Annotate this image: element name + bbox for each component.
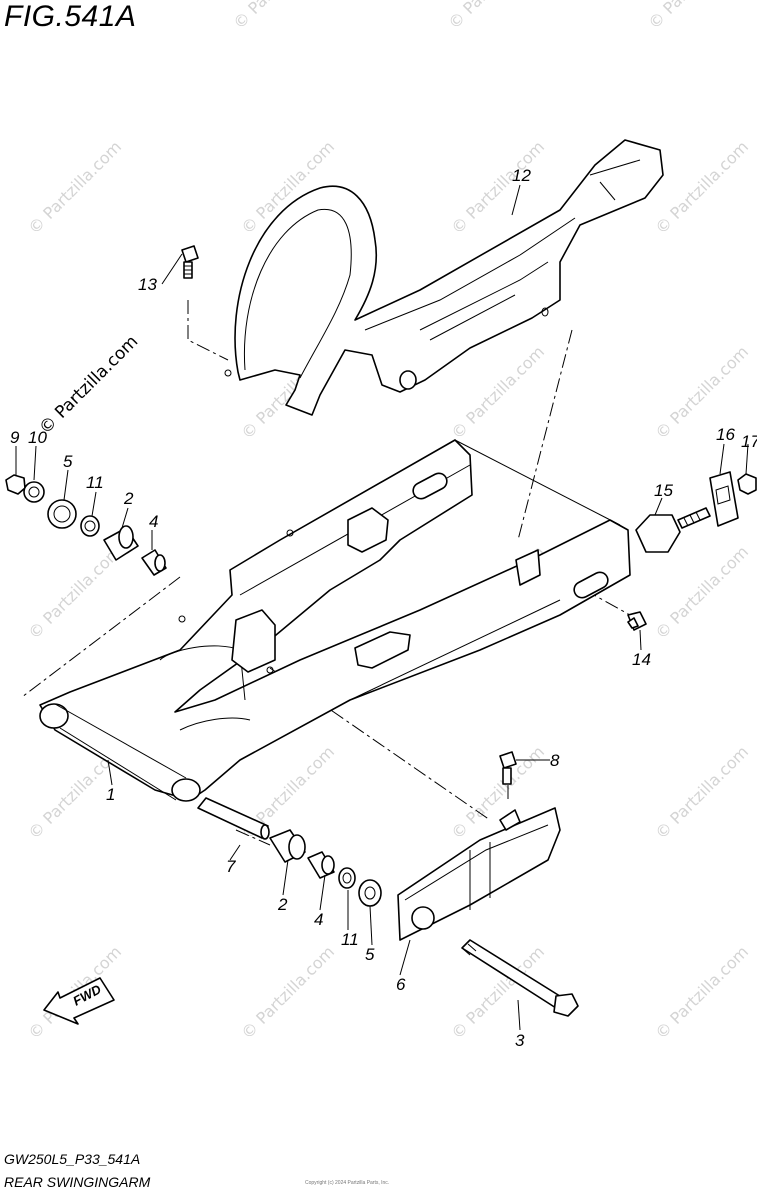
callout-2: 2 [123,489,134,508]
figure-title: FIG.541A [4,0,137,33]
washer [23,481,45,503]
watermark-dark: © Partzilla.com [35,332,142,439]
callout-15: 15 [654,481,673,500]
chain-case-mudguard [224,139,664,416]
chain-case-screw [627,611,647,631]
copyright-notice: Copyright (c) 2024 Partzilla Parts, Inc. [305,1180,390,1186]
callout-12: 12 [512,166,531,185]
figure-caption: REAR SWINGINGARM [4,1174,151,1190]
callout-9: 9 [10,428,20,447]
callout-3: 3 [515,1031,525,1050]
callout-4: 4 [149,512,158,531]
watermark: © Partzilla.com [444,0,545,33]
callout-10: 10 [28,428,47,447]
watermark: © Partzilla.com [651,942,752,1043]
callout-6: 6 [396,975,406,994]
adjuster-plate [709,471,739,527]
pivot-bolt [461,939,579,1017]
callout-5: 5 [63,452,73,471]
watermark: © Partzilla.com [229,0,330,33]
mudguard-bolt [181,245,199,279]
upper-pivot-parts [5,474,167,576]
oil-seal-lower [358,879,382,907]
watermark: © Partzilla.com [24,542,125,643]
callout-13: 13 [138,275,157,294]
watermark: © Partzilla.com [24,137,125,238]
fwd-arrow: FWD [43,977,115,1025]
watermark: © Partzilla.com [651,542,752,643]
pivot-shaft [197,797,270,840]
callout-11: 11 [86,473,104,492]
callout-17: 17 [741,432,757,451]
callout-1: 1 [106,785,115,804]
callout-2: 2 [277,895,288,914]
callout-8: 8 [550,751,560,770]
chain-adjuster [635,507,711,553]
watermark: © Partzilla.com [651,342,752,443]
watermark: © Partzilla.com [644,0,745,33]
watermark: © Partzilla.com [651,137,752,238]
buffer-screw [499,751,517,785]
callout-14: 14 [632,650,651,669]
callout-16: 16 [716,425,735,444]
leader-lines [15,184,749,1031]
model-code: GW250L5_P33_541A [4,1151,141,1167]
watermark: © Partzilla.com [651,742,752,843]
thrust-washer-upper [80,515,100,537]
nut [5,474,26,495]
watermark: © Partzilla.com [237,942,338,1043]
callout-5: 5 [365,945,375,964]
oil-seal-upper [47,499,77,529]
lower-pivot-parts [269,829,382,907]
watermark: © Partzilla.com [447,137,548,238]
watermark: © Partzilla.com [447,342,548,443]
callout-labels: 1 2 2 3 4 4 5 5 6 7 8 9 10 11 11 12 13 1… [10,166,757,1050]
adjuster-nut [737,473,757,495]
chain-buffer [397,807,561,941]
callout-4: 4 [314,910,323,929]
callout-11: 11 [341,930,359,949]
swingarm [39,439,631,802]
callout-7: 7 [226,857,236,876]
thrust-washer-lower [338,867,356,889]
